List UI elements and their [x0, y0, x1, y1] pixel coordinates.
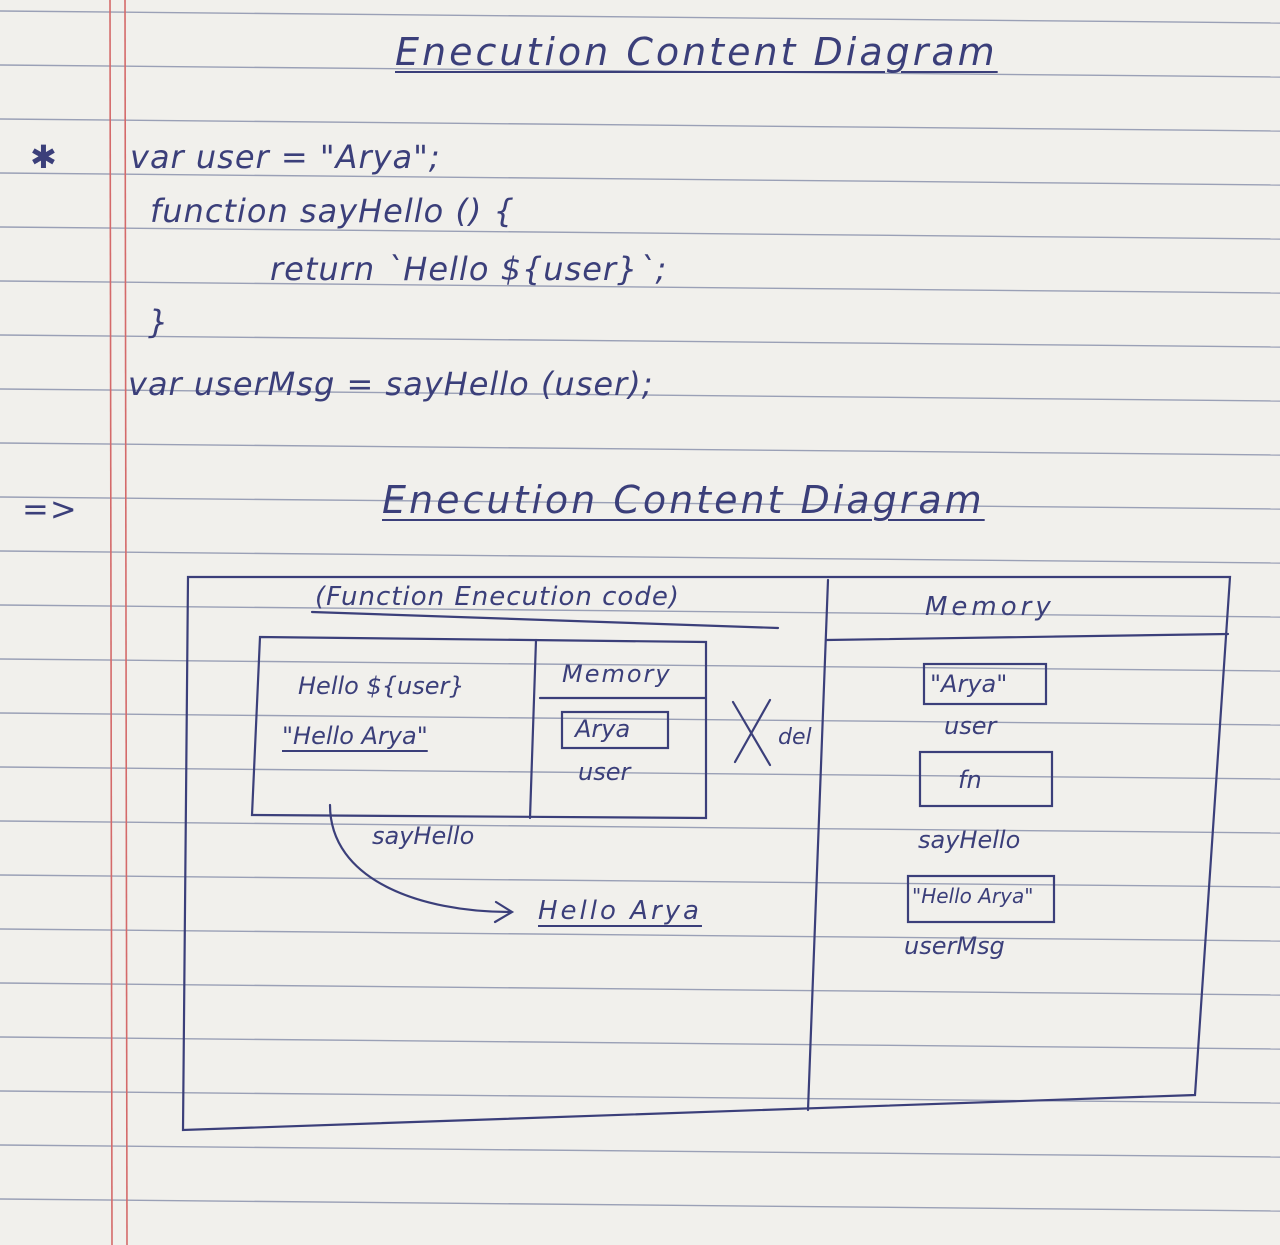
ruled-line	[0, 334, 1280, 348]
inner-code-line-1: Hello ${user}	[298, 672, 465, 700]
memory-value-user: "Arya"	[930, 670, 1008, 698]
delete-x-icon	[731, 698, 772, 767]
ruled-line	[0, 1090, 1280, 1104]
inner-code-line-2: "Hello Arya"	[282, 722, 428, 750]
ruled-line	[0, 118, 1280, 132]
ruled-line	[0, 226, 1280, 240]
inner-caption: sayHello	[372, 822, 475, 850]
code-line-1: var user = "Arya";	[130, 138, 441, 176]
arrow-head-icon	[493, 900, 515, 924]
column-divider	[806, 578, 830, 1112]
code-line-3: return `Hello ${user}`;	[270, 250, 668, 288]
ruled-line	[0, 64, 1280, 78]
ruled-line	[0, 982, 1280, 996]
code-line-2: function sayHello () {	[150, 192, 515, 230]
inner-memory-value: Arya	[575, 715, 631, 743]
diagram-title: Enecution Content Diagram	[382, 478, 985, 522]
memory-name-user: user	[944, 712, 997, 740]
right-heading: Memory	[925, 592, 1055, 622]
margin-line	[124, 0, 128, 1245]
memory-box-user	[922, 662, 1048, 706]
implies-arrow-icon: =>	[22, 490, 78, 528]
ruled-line	[0, 442, 1280, 456]
inner-divider	[528, 638, 538, 820]
ruled-line	[0, 928, 1280, 942]
left-heading-underline	[310, 610, 780, 630]
bullet-star-icon: ✱	[30, 138, 58, 176]
ruled-line	[0, 388, 1280, 402]
memory-box-usermsg	[906, 874, 1056, 924]
memory-value-usermsg: "Hello Arya"	[912, 884, 1034, 908]
inner-exec-box	[250, 635, 708, 820]
ruled-line	[0, 496, 1280, 510]
memory-name-usermsg: userMsg	[904, 932, 1005, 960]
result-text: Hello Arya	[538, 896, 702, 926]
ruled-line	[0, 766, 1280, 780]
ruled-line	[0, 172, 1280, 186]
code-line-5: var userMsg = sayHello (user);	[128, 365, 654, 403]
ruled-line	[0, 874, 1280, 888]
ruled-line	[0, 550, 1280, 564]
ruled-line	[0, 1144, 1280, 1158]
return-arrow	[328, 803, 512, 914]
memory-box-fn	[918, 750, 1054, 808]
ruled-line	[0, 1198, 1280, 1212]
margin-line	[109, 0, 113, 1245]
inner-memory-var: user	[578, 758, 631, 786]
inner-arya-box	[560, 710, 670, 750]
ruled-line	[0, 604, 1280, 618]
ruled-line	[0, 712, 1280, 726]
inner-memory-heading: Memory	[562, 660, 672, 688]
ruled-line	[0, 820, 1280, 834]
ruled-line	[0, 658, 1280, 672]
page-title: Enecution Content Diagram	[395, 30, 998, 74]
ruled-line	[0, 1036, 1280, 1050]
deleted-label: del	[778, 725, 812, 750]
left-heading: (Function Enecution code)	[315, 582, 680, 612]
outer-box	[181, 575, 1232, 1132]
memory-heading-line	[824, 632, 1230, 642]
code-line-4: }	[148, 303, 170, 341]
ruled-line	[0, 280, 1280, 294]
ruled-line	[0, 10, 1280, 24]
memory-name-fn: sayHello	[918, 826, 1021, 854]
memory-value-fn: fn	[958, 766, 982, 794]
